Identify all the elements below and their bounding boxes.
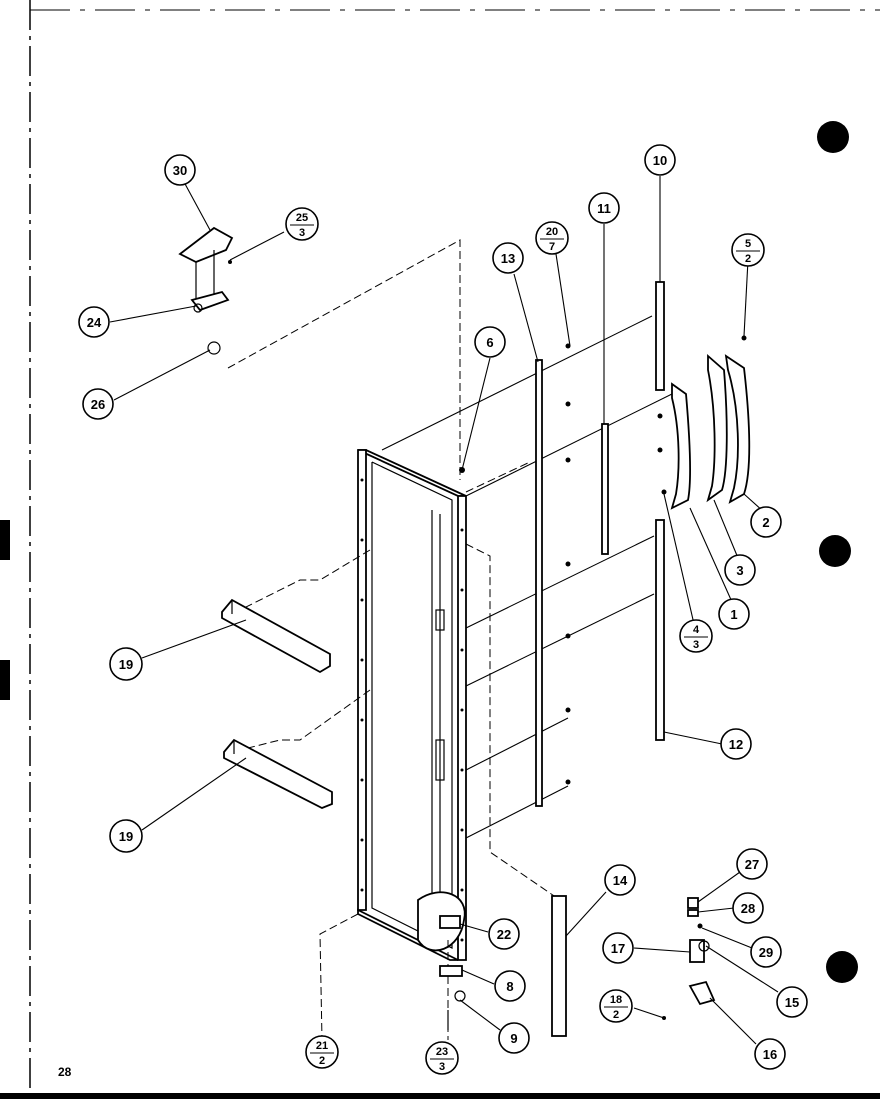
svg-text:13: 13 (501, 251, 515, 266)
svg-text:25: 25 (296, 212, 308, 224)
bottom-hinge-left (439, 915, 466, 1030)
callout-2: 2 (750, 506, 782, 538)
punch-hole-middle (819, 535, 851, 567)
strip-14 (551, 895, 567, 1037)
svg-text:26: 26 (91, 397, 105, 412)
callout-21-2: 21 2 (305, 1035, 339, 1069)
svg-text:11: 11 (597, 201, 611, 216)
page-number: 28 (58, 1065, 72, 1079)
callout-28: 28 (732, 892, 764, 924)
svg-text:30: 30 (173, 163, 187, 178)
svg-text:8: 8 (506, 979, 513, 994)
svg-text:3: 3 (299, 227, 305, 239)
handle-set (670, 354, 751, 510)
svg-text:2: 2 (745, 253, 751, 265)
callout-4-3: 4 3 (679, 619, 713, 653)
svg-text:29: 29 (759, 945, 773, 960)
svg-text:23: 23 (436, 1046, 448, 1058)
callout-26: 26 (82, 388, 114, 420)
alignment-lines (227, 239, 677, 1041)
callout-20-7: 20 7 (535, 221, 569, 255)
callout-27: 27 (736, 848, 768, 880)
svg-text:3: 3 (439, 1061, 445, 1073)
callout-22: 22 (488, 918, 520, 950)
svg-text:5: 5 (745, 238, 751, 250)
svg-text:2: 2 (762, 515, 769, 530)
strip-10 (655, 281, 665, 391)
svg-text:19: 19 (119, 657, 133, 672)
callout-8: 8 (494, 970, 526, 1002)
svg-text:9: 9 (510, 1031, 517, 1046)
svg-text:24: 24 (87, 315, 102, 330)
callout-25-3: 25 3 (285, 207, 319, 241)
callout-29: 29 (750, 936, 782, 968)
callout-16: 16 (754, 1038, 786, 1070)
callout-17: 17 (602, 932, 634, 964)
strip-13 (535, 359, 543, 807)
callout-19-upper: 19 (109, 647, 143, 681)
shelf-bracket-upper (221, 598, 331, 674)
shelf-bracket-lower (223, 738, 333, 809)
svg-text:20: 20 (546, 226, 558, 238)
callout-19-lower: 19 (109, 819, 143, 853)
callout-23-3: 23 3 (425, 1041, 459, 1075)
svg-text:4: 4 (693, 624, 700, 636)
callout-18-2: 18 2 (599, 989, 633, 1023)
callout-24: 24 (78, 306, 110, 338)
callout-6: 6 (474, 326, 506, 358)
svg-text:22: 22 (497, 927, 511, 942)
callout-30: 30 (164, 154, 196, 186)
svg-text:12: 12 (729, 737, 743, 752)
callout-11: 11 (588, 192, 620, 224)
callout-5-2: 5 2 (731, 233, 765, 267)
svg-text:27: 27 (745, 857, 759, 872)
svg-text:21: 21 (316, 1040, 328, 1052)
svg-text:14: 14 (613, 873, 628, 888)
callout-9: 9 (498, 1022, 530, 1054)
svg-text:17: 17 (611, 941, 625, 956)
top-hinge-assembly (178, 226, 234, 355)
callout-1: 1 (718, 598, 750, 630)
svg-text:1: 1 (730, 607, 737, 622)
callout-15: 15 (776, 986, 808, 1018)
svg-text:7: 7 (549, 241, 555, 253)
svg-text:15: 15 (785, 995, 799, 1010)
callout-12: 12 (720, 728, 752, 760)
strip-12 (655, 519, 665, 741)
svg-text:18: 18 (610, 994, 622, 1006)
svg-text:3: 3 (736, 563, 743, 578)
callout-10: 10 (644, 144, 676, 176)
punch-hole-top (817, 121, 849, 153)
svg-text:19: 19 (119, 829, 133, 844)
svg-text:3: 3 (693, 639, 699, 651)
callout-13: 13 (492, 242, 524, 274)
callout-14: 14 (604, 864, 636, 896)
svg-text:16: 16 (763, 1047, 777, 1062)
svg-text:10: 10 (653, 153, 667, 168)
svg-text:2: 2 (613, 1009, 619, 1021)
strip-11 (601, 423, 609, 555)
svg-text:6: 6 (486, 335, 493, 350)
callout-3: 3 (724, 554, 756, 586)
svg-text:28: 28 (741, 901, 755, 916)
svg-text:2: 2 (319, 1055, 325, 1067)
punch-hole-bottom (826, 951, 858, 983)
leader-lines (109, 176, 779, 1045)
